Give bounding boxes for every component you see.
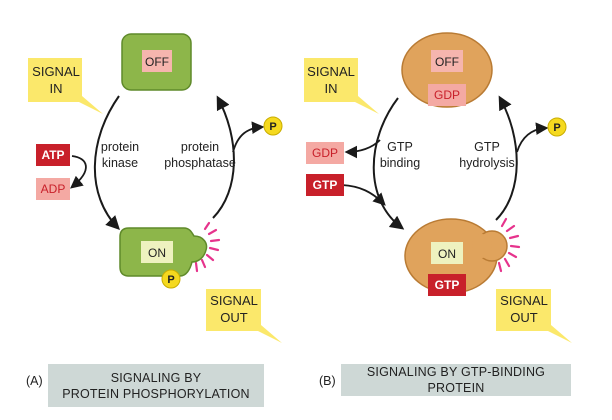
kinase-label-line2: kinase <box>102 156 138 170</box>
phosphate-released-a: P <box>263 116 283 136</box>
gdp-box-left: GDP <box>306 142 344 164</box>
phosphate-label-b: P <box>553 122 560 134</box>
binding-label-line2: binding <box>380 156 420 170</box>
on-protein-a: ON P <box>119 221 221 289</box>
on-label-a: ON <box>148 246 166 260</box>
atp-adp-arrow <box>70 155 87 189</box>
signal-in-a: SIGNAL IN <box>28 58 103 114</box>
gtp-hydrolysis-arrow <box>495 95 518 221</box>
gtp-left-label: GTP <box>313 178 338 192</box>
phosphate-release-arrow-b <box>516 122 549 153</box>
signal-in-a-line2: IN <box>50 81 63 96</box>
activity-burst-a <box>194 221 221 273</box>
gtp-binding-arrow <box>372 97 405 230</box>
phosphatase-label-line2: phosphatase <box>164 156 236 170</box>
bound-phosphate-a <box>161 269 181 289</box>
signal-out-b: SIGNAL OUT <box>496 289 572 343</box>
caption-a: SIGNALING BY PROTEIN PHOSPHORYLATION <box>48 364 264 407</box>
caption-a-line2: PROTEIN PHOSPHORYLATION <box>62 386 250 401</box>
panel-letter-a: (A) <box>26 374 43 388</box>
bound-phosphate-label-a: P <box>167 274 174 286</box>
binding-label-line1: GTP <box>387 140 413 154</box>
signal-in-b-line2: IN <box>325 81 338 96</box>
kinase-arrow <box>93 95 120 231</box>
atp-label: ATP <box>41 148 64 162</box>
panel-letter-b: (B) <box>319 374 336 388</box>
phosphate-label-a: P <box>269 121 276 133</box>
gdp-bound-label: GDP <box>434 88 460 102</box>
gtp-box-left: GTP <box>306 174 344 196</box>
signal-out-a-line1: SIGNAL <box>210 293 258 308</box>
signal-in-b: SIGNAL IN <box>304 58 379 114</box>
signal-in-a-line1: SIGNAL <box>32 64 80 79</box>
gdp-release-arrow <box>344 139 381 159</box>
signal-in-b-line1: SIGNAL <box>307 64 355 79</box>
caption-a-line1: SIGNALING BY <box>110 370 202 385</box>
atp-box: ATP <box>36 144 70 166</box>
phosphatase-arrow <box>212 95 235 219</box>
phosphate-released-b: P <box>547 117 567 137</box>
phosphatase-label-line1: protein <box>181 140 219 154</box>
panel-a: SIGNAL IN OFF ATP ADP protein kinase pro… <box>28 33 283 343</box>
adp-box: ADP <box>36 178 70 200</box>
off-label-b: OFF <box>435 55 459 69</box>
signal-out-a: SIGNAL OUT <box>206 289 282 343</box>
adp-label: ADP <box>41 182 66 196</box>
signal-out-a-line2: OUT <box>220 310 248 325</box>
caption-b-text: SIGNALING BY GTP-BINDING PROTEIN <box>366 365 546 395</box>
off-protein-b: OFF GDP <box>401 32 493 108</box>
signal-out-b-line2: OUT <box>510 310 538 325</box>
signal-out-b-line1: SIGNAL <box>500 293 548 308</box>
panel-b: SIGNAL IN OFF GDP GDP GTP <box>304 32 572 343</box>
gtp-uptake-arrow <box>341 184 386 206</box>
hydrolysis-label-line2: hydrolysis <box>459 156 515 170</box>
phosphate-release-arrow-a <box>232 121 265 153</box>
gdp-left-label: GDP <box>312 146 338 160</box>
gtp-bound-label: GTP <box>435 278 460 292</box>
kinase-label-line1: protein <box>101 140 139 154</box>
caption-b: SIGNALING BY GTP-BINDING PROTEIN <box>341 364 571 396</box>
on-protein-b: ON GTP <box>404 217 521 296</box>
hydrolysis-label-line1: GTP <box>474 140 500 154</box>
off-protein-a: OFF <box>121 33 192 91</box>
activity-burst-b <box>497 217 521 273</box>
on-label-b: ON <box>438 247 456 261</box>
off-label-a: OFF <box>145 55 169 69</box>
